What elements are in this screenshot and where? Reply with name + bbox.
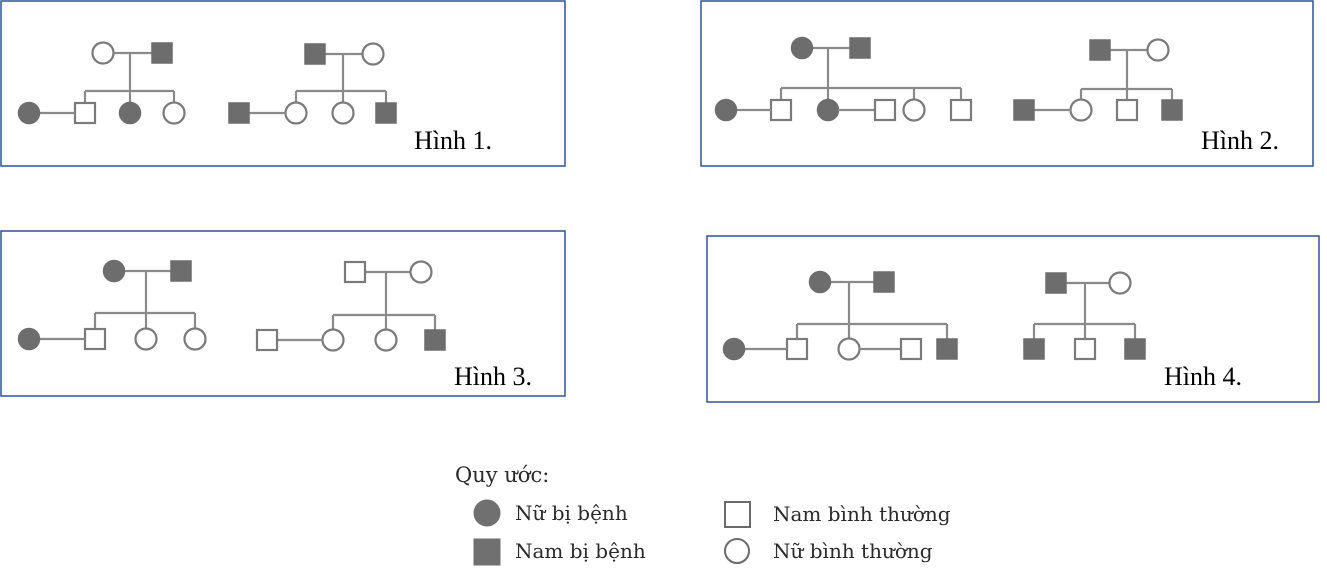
- legend-affected-female-icon: [473, 499, 501, 527]
- fig4-family1-child-1-spouse-affected-female-icon: [722, 337, 746, 361]
- legend-normal-female-icon: [724, 538, 750, 564]
- legend-title: Quy ước:: [455, 463, 549, 487]
- fig3-family2-child-3-affected-male-icon: [424, 329, 446, 351]
- fig1-family1-child-1-normal-male-icon: [73, 101, 97, 125]
- fig3-family2-child-2-normal-female-icon: [374, 328, 398, 352]
- fig3-family1-parent-2-affected-male-icon: [170, 260, 192, 282]
- fig4-family1-parent-1-affected-female-icon: [808, 270, 832, 294]
- fig1-family2-child-1-spouse-affected-male-icon: [228, 102, 250, 124]
- fig3-family1-child-1-spouse-affected-female-icon: [17, 327, 41, 351]
- fig3-family1-child-1-normal-male-icon: [83, 327, 107, 351]
- fig2-family2-child-2-normal-male-icon: [1115, 98, 1139, 122]
- fig4-family2-child-3-affected-male-icon: [1124, 338, 1146, 360]
- figure-3-label: Hình 3.: [454, 362, 532, 391]
- fig4-family1-child-2-normal-female-icon: [837, 337, 861, 361]
- fig3-family1-child-3-normal-female-icon: [183, 327, 207, 351]
- fig3-family2-child-1-normal-female-icon: [321, 328, 345, 352]
- fig2-family2-parent-2-normal-female-icon: [1146, 38, 1170, 62]
- figure-1-frame: [0, 0, 566, 167]
- fig4-family2-child-1-affected-male-icon: [1023, 338, 1045, 360]
- fig1-family2-child-3-affected-male-icon: [375, 102, 397, 124]
- legend-affected-male-icon: [473, 538, 501, 566]
- fig2-family1-parent-1-affected-female-icon: [790, 36, 814, 60]
- figure-1-label: Hình 1.: [414, 126, 492, 155]
- fig2-family1-child-3-normal-female-icon: [902, 98, 926, 122]
- fig1-family2-parent-1-affected-male-icon: [304, 43, 326, 65]
- fig1-family1-child-1-spouse-affected-female-icon: [17, 101, 41, 125]
- figure-2-label: Hình 2.: [1201, 126, 1279, 155]
- fig2-family1-parent-2-affected-male-icon: [849, 37, 871, 59]
- figure-2-frame: [700, 0, 1314, 167]
- fig4-family1-parent-2-affected-male-icon: [873, 271, 895, 293]
- fig3-family2-parent-1-normal-male-icon: [343, 260, 367, 284]
- fig3-family1-parent-1-affected-female-icon: [102, 259, 126, 283]
- fig1-family1-parent-1-normal-female-icon: [91, 41, 115, 65]
- fig4-family1-child-3-affected-male-icon: [936, 338, 958, 360]
- fig3-family1-child-2-normal-female-icon: [134, 327, 158, 351]
- fig1-family2-child-1-normal-female-icon: [284, 101, 308, 125]
- legend-label-normal-male: Nam bình thường: [773, 502, 951, 526]
- figure-4-label: Hình 4.: [1164, 362, 1242, 391]
- fig2-family2-child-1-normal-female-icon: [1069, 98, 1093, 122]
- fig3-family2-child-1-spouse-normal-male-icon: [255, 328, 279, 352]
- fig1-family1-parent-2-affected-male-icon: [151, 42, 173, 64]
- fig4-family2-parent-1-affected-male-icon: [1045, 272, 1067, 294]
- legend-label-normal-female: Nữ bình thường: [773, 539, 933, 563]
- fig2-family2-child-3-affected-male-icon: [1161, 99, 1183, 121]
- figure-4-frame: [706, 235, 1320, 403]
- fig2-family2-parent-1-affected-male-icon: [1089, 39, 1111, 61]
- pedigrees-layer: [17, 36, 1183, 361]
- fig1-family2-child-2-normal-female-icon: [331, 101, 355, 125]
- fig2-family2-child-1-spouse-affected-male-icon: [1013, 99, 1035, 121]
- legend: Quy ước: Nữ bị bệnh Nam bị bệnh Nam bình…: [455, 463, 951, 566]
- fig1-family1-child-2-affected-female-icon: [118, 101, 142, 125]
- fig4-family2-child-2-normal-male-icon: [1073, 337, 1097, 361]
- legend-normal-male-icon: [724, 501, 751, 528]
- legend-label-affected-female: Nữ bị bệnh: [515, 501, 628, 525]
- fig2-family1-child-2-spouse-normal-male-icon: [873, 98, 897, 122]
- fig3-family2-parent-2-normal-female-icon: [409, 260, 433, 284]
- fig4-family1-child-2-spouse-normal-male-icon: [899, 337, 923, 361]
- fig2-family1-child-1-normal-male-icon: [769, 98, 793, 122]
- fig4-family2-parent-2-normal-female-icon: [1108, 271, 1132, 295]
- fig4-family1-child-1-normal-male-icon: [785, 337, 809, 361]
- legend-label-affected-male: Nam bị bệnh: [515, 539, 646, 563]
- fig1-family1-child-3-normal-female-icon: [162, 101, 186, 125]
- fig2-family1-child-4-normal-male-icon: [949, 98, 973, 122]
- fig2-family1-child-2-affected-female-icon: [816, 98, 840, 122]
- fig1-family2-parent-2-normal-female-icon: [361, 42, 385, 66]
- fig2-family1-child-1-spouse-affected-female-icon: [714, 98, 738, 122]
